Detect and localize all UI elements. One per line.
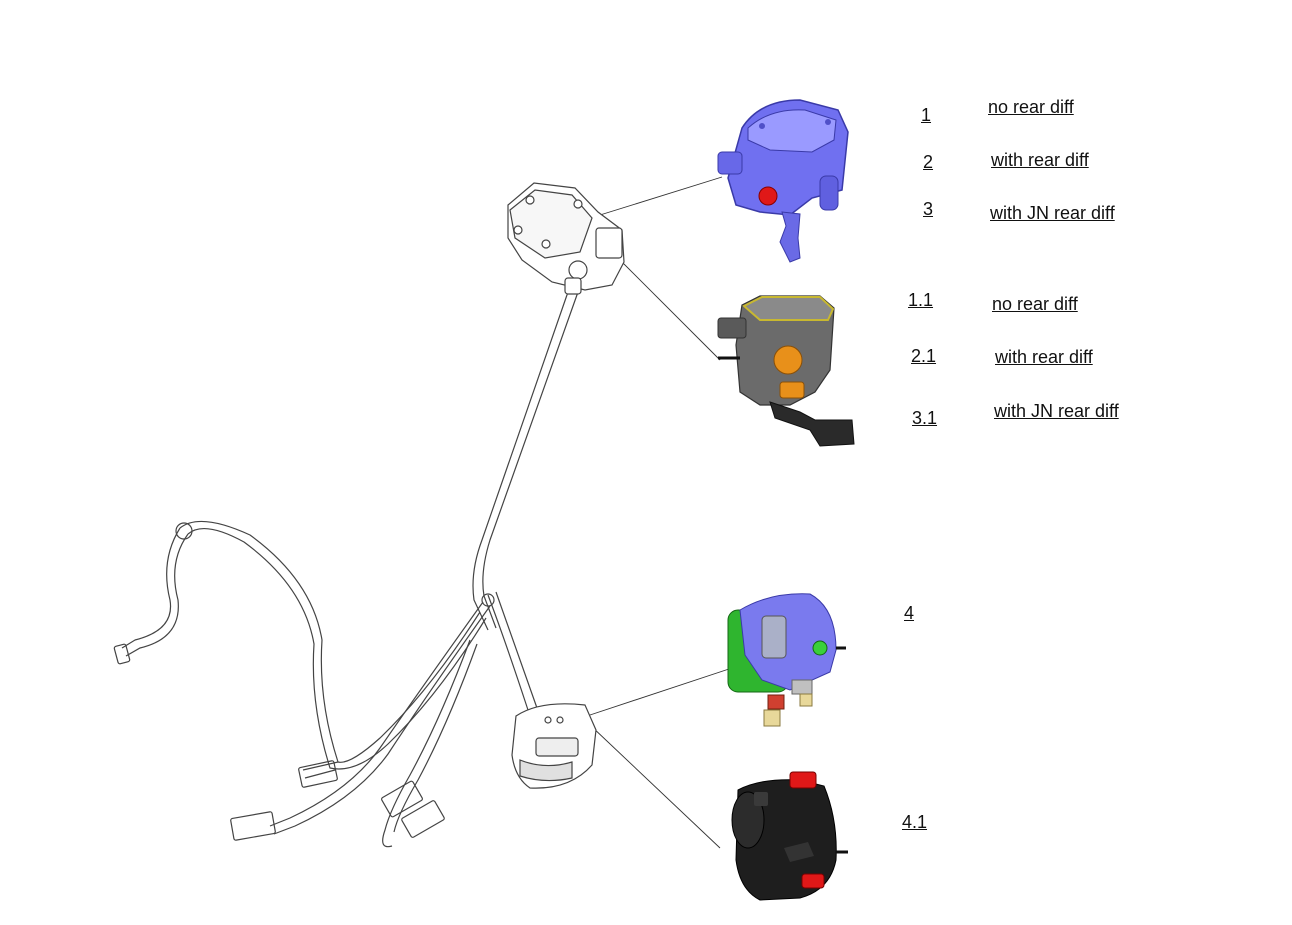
callout-3-1-description: with JN rear diff xyxy=(994,401,1119,421)
harness-clip xyxy=(175,522,193,540)
connector-bottom-a xyxy=(381,780,423,818)
switch-blue-connector-red xyxy=(767,694,785,710)
switch-black-bottom-button xyxy=(801,873,825,889)
switch-drawing-dot-2 xyxy=(556,716,564,724)
switch-blue-connector-tan xyxy=(763,709,781,727)
switch-blue-connector-tan-2 xyxy=(799,693,813,707)
callout-3-description: with JN rear diff xyxy=(990,203,1115,223)
throttle-blue-screw-b xyxy=(825,119,831,125)
leader-line-throttle-grey xyxy=(614,254,721,361)
callout-2-number: 2 xyxy=(923,152,934,172)
callout-3-1-number: 3.1 xyxy=(912,408,938,428)
harness-cable-left-loop-outline xyxy=(273,605,491,835)
throttle-blue-side xyxy=(717,151,743,175)
callout-2-1-number: 2.1 xyxy=(911,346,937,366)
switch-black-rocker xyxy=(784,842,814,862)
switch-blue-image xyxy=(727,593,846,727)
harness-cable-switch-outline xyxy=(495,591,538,709)
harness-cable-long xyxy=(179,520,481,763)
harness-cable-branch-outline xyxy=(302,761,339,771)
throttle-blue-mount xyxy=(819,175,839,211)
throttle-grey-lever xyxy=(769,401,855,447)
throttle-line-drawing xyxy=(507,182,625,295)
harness-cable-main xyxy=(472,291,569,631)
throttle-blue-lever xyxy=(779,211,801,263)
throttle-drawing-screw-3 xyxy=(541,239,551,249)
switch-blue-slot xyxy=(761,615,787,659)
harness-cable-long-outline xyxy=(187,527,487,770)
throttle-grey-button xyxy=(779,381,805,399)
throttle-drawing-screw-1 xyxy=(525,195,535,205)
throttle-drawing-cable-exit xyxy=(564,277,582,295)
throttle-blue-screw-a xyxy=(759,123,765,129)
leader-line-switch-black xyxy=(589,724,721,849)
switch-black-image xyxy=(731,771,848,901)
callout-2-description: with rear diff xyxy=(991,150,1089,170)
connector-left-upper xyxy=(298,760,338,788)
harness-cable-bottom-outline xyxy=(393,643,478,833)
connector-pigtail-end xyxy=(113,643,131,665)
connector-bottom-b xyxy=(401,800,445,838)
throttle-blue-top xyxy=(747,109,837,153)
callout-4-1-number: 4.1 xyxy=(902,812,928,832)
callout-1-1-description: no rear diff xyxy=(992,294,1078,314)
switch-drawing-buttons xyxy=(535,737,579,757)
harness-cable-pigtail-outline xyxy=(125,533,189,657)
throttle-drawing-screw-4 xyxy=(513,225,523,235)
leader-line-throttle-blue xyxy=(599,176,723,216)
throttle-drawing-mount xyxy=(595,227,623,259)
callout-3-number: 3 xyxy=(923,199,934,219)
switch-green-lamp xyxy=(812,640,828,656)
throttle-grey-top xyxy=(742,296,835,321)
callout-4-number: 4 xyxy=(904,603,915,623)
harness-cable-left-loop xyxy=(269,601,484,827)
callout-2-1-description: with rear diff xyxy=(995,347,1093,367)
throttle-drawing-knob xyxy=(568,260,588,280)
harness-cable-bottom xyxy=(382,639,471,848)
callout-1-number: 1 xyxy=(921,105,932,125)
throttle-grey-image xyxy=(717,295,855,447)
harness-splice xyxy=(481,593,495,607)
throttle-grey-side xyxy=(717,317,747,339)
harness-cable-pigtail xyxy=(121,527,181,649)
switch-drawing-dot-1 xyxy=(544,716,552,724)
harness-cable-switch xyxy=(487,594,529,711)
throttle-blue-image xyxy=(717,99,849,263)
callout-1-description: no rear diff xyxy=(988,97,1074,117)
connector-left-lower xyxy=(230,811,276,841)
wiring-harness xyxy=(113,291,579,848)
throttle-blue-stop-button xyxy=(758,186,778,206)
harness-cable-main-outline xyxy=(482,291,579,629)
throttle-grey-dial xyxy=(773,345,803,375)
switch-blue-connector-grey xyxy=(791,679,813,695)
switch-drawing-bore xyxy=(519,759,573,782)
leader-line-switch-blue xyxy=(589,666,736,716)
switch-black-top-button xyxy=(789,771,817,789)
throttle-drawing-top xyxy=(509,189,593,259)
harness-cable-branch xyxy=(304,769,336,779)
callout-1-1-number: 1.1 xyxy=(908,290,934,310)
throttle-drawing-screw-2 xyxy=(573,199,583,209)
switch-line-drawing xyxy=(511,703,597,789)
leader-lines xyxy=(589,176,736,849)
switch-black-small-button xyxy=(754,792,768,806)
